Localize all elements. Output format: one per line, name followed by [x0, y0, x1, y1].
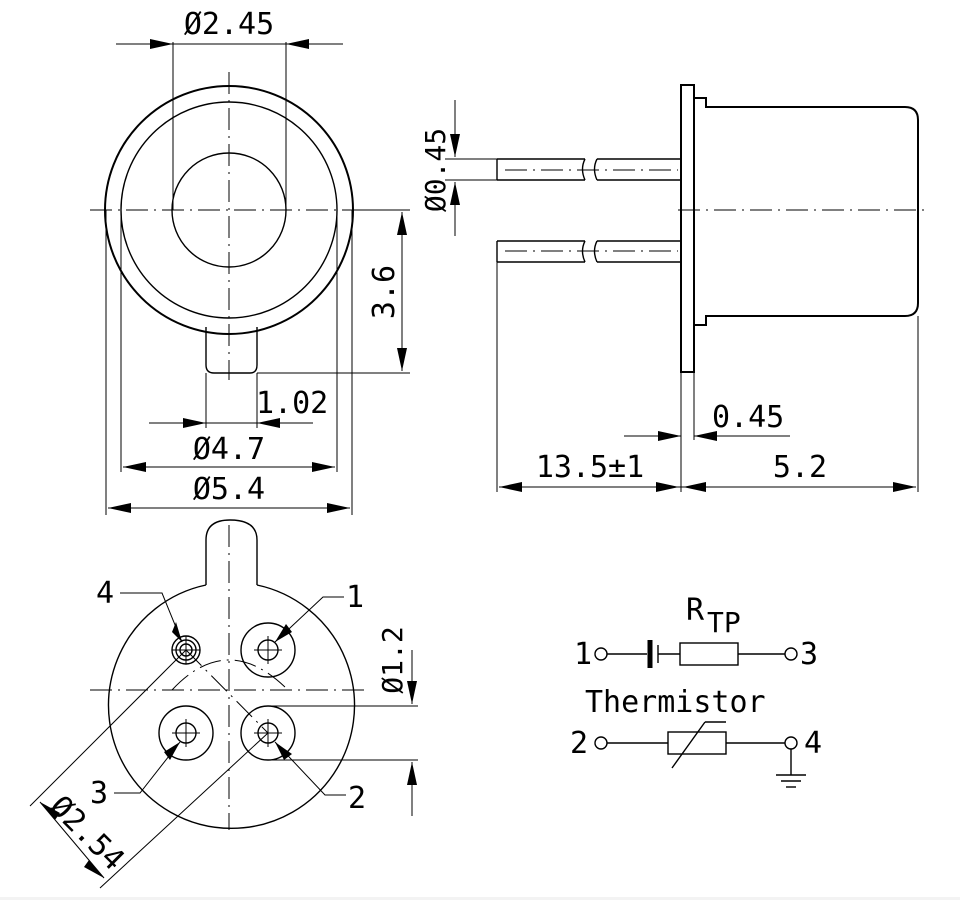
- resistor-label: R: [686, 593, 705, 628]
- offset-dimension-label: 3.6: [367, 265, 402, 319]
- rtp-resistor: [679, 642, 739, 666]
- thermistor-caption: Thermistor: [585, 685, 766, 720]
- lead-lower: [496, 240, 681, 263]
- node-1-label: 1: [574, 637, 592, 672]
- outer-diameter-label: Ø5.4: [193, 472, 265, 507]
- tab-width-label: 1.02: [256, 386, 328, 421]
- pin-pad-label: Ø1.2: [376, 626, 409, 693]
- pin-3: [158, 705, 214, 761]
- body-length-label: 5.2: [773, 450, 827, 485]
- flange-outline: [680, 84, 695, 373]
- bottom-view: 4 1 3 2 Ø2.54 Ø1.2: [29, 519, 418, 889]
- pin-3-label: 3: [90, 776, 108, 811]
- flange-thickness-label: 0.45: [712, 400, 784, 435]
- bottom-base-circle: [107, 584, 356, 829]
- top-view: Ø2.45 3.6 1.02 Ø4.7 Ø5.4: [90, 7, 410, 515]
- resistor-subscript: TP: [707, 606, 741, 639]
- side-view: Ø0.45 0.45 13.5±1 5.2: [419, 84, 928, 492]
- lead-diameter-label: Ø0.45: [419, 128, 452, 212]
- bottom-tab: [205, 519, 258, 585]
- schematic: R TP 1 3 Thermistor 2 4: [570, 593, 822, 788]
- thermistor-symbol: [667, 731, 727, 755]
- node-2-label: 2: [570, 726, 588, 761]
- tab-outline: [205, 327, 258, 374]
- pin-1: [240, 622, 296, 678]
- ground-symbol: [776, 774, 806, 788]
- lead-length-label: 13.5±1: [536, 450, 644, 485]
- lead-upper: [496, 158, 681, 181]
- pin-1-label: 1: [346, 580, 364, 615]
- can-outline: [694, 97, 919, 326]
- pin-4-label: 4: [96, 576, 114, 611]
- bore-diameter-label: Ø2.45: [184, 7, 274, 42]
- node-4-label: 4: [804, 726, 822, 761]
- node-3-label: 3: [800, 637, 818, 672]
- pin-2-label: 2: [348, 781, 366, 816]
- inner-diameter-label: Ø4.7: [193, 432, 265, 467]
